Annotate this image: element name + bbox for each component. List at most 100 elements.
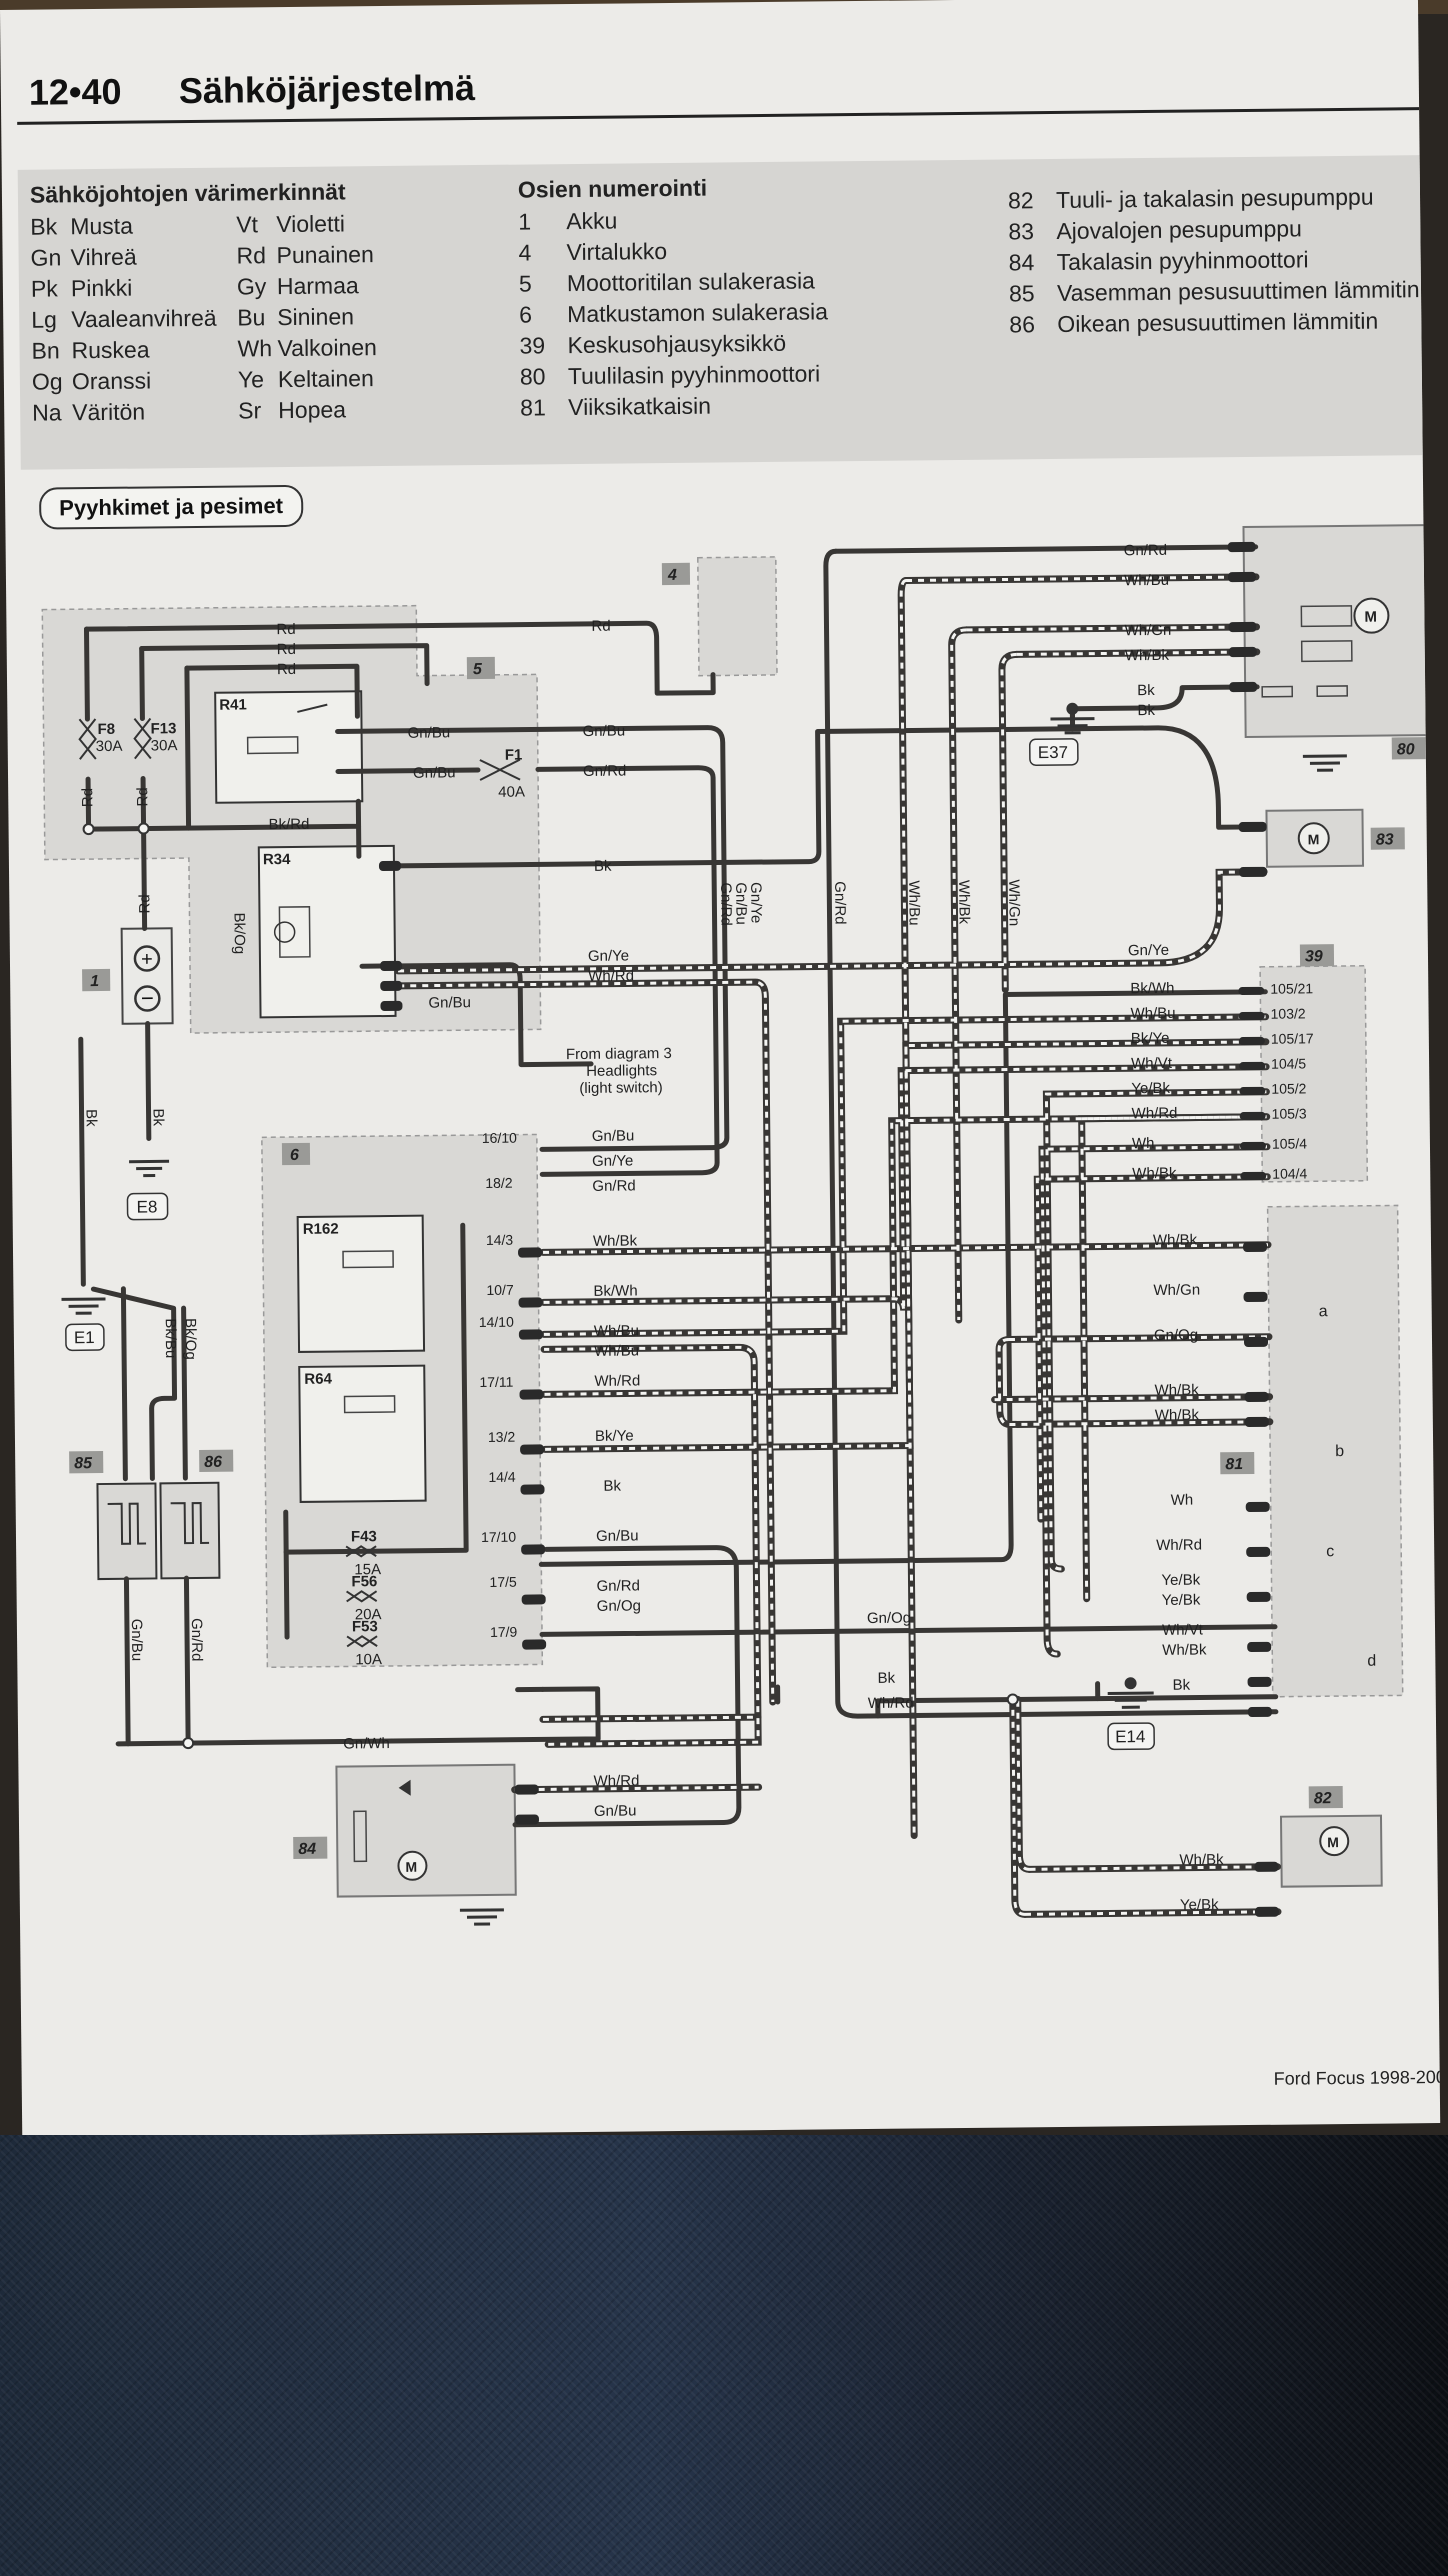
wire-whrd-5: Wh/Rd <box>1156 1536 1202 1553</box>
relay-label-r34: R34 <box>263 851 291 868</box>
part-name: Akku <box>566 207 618 235</box>
wire-bkbu-v: Bk/Bu <box>162 1318 179 1358</box>
color-code-sr: Sr Hopea <box>238 396 346 424</box>
color-code-abbr: Sr <box>238 397 262 424</box>
color-code-name: Violetti <box>276 210 346 238</box>
part-number: 82 <box>1007 187 1034 214</box>
wire-gnrd-v2: Gn/Rd <box>717 882 734 926</box>
color-code-abbr: Gy <box>236 273 267 300</box>
fuse-f13-amp: 30A <box>151 737 178 754</box>
module-39-pin-8: 104/4 <box>1272 1165 1307 1181</box>
page-footer: Ford Focus 1998-2004 <box>1273 2066 1441 2089</box>
wire-gnbu-4: Gn/Bu <box>428 994 471 1011</box>
ground-e37: E37 <box>1038 743 1068 762</box>
wire-whbk-6: Wh/Bk <box>1162 1641 1207 1658</box>
wire-bkwh-1: Bk/Wh <box>593 1282 637 1299</box>
module-39-pin-7: 105/4 <box>1272 1135 1307 1151</box>
switch-letter-d: d <box>1367 1653 1376 1670</box>
wire-rd-2: Rd <box>591 618 610 635</box>
color-code-name: Väritön <box>72 398 146 426</box>
wire-yebk-2: Ye/Bk <box>1162 1592 1201 1609</box>
wire-whrd-2: Wh/Rd <box>594 1372 640 1389</box>
note-line-1: From diagram 3 <box>566 1045 672 1063</box>
wire-bk-1: Bk <box>594 858 612 875</box>
motor-83-symbol <box>1297 822 1330 855</box>
wire-bk-3: Bk <box>1137 702 1155 719</box>
color-code-name: Hopea <box>278 396 347 424</box>
tag-86: 86 <box>204 1454 222 1471</box>
page-title: Sähköjärjestelmä <box>178 67 476 112</box>
wire-gnrd-1: Gn/Rd <box>583 762 627 779</box>
color-code-abbr: Lg <box>31 306 57 333</box>
fuse-f56: F56 <box>351 1573 377 1590</box>
note-line-3: (light switch) <box>579 1079 663 1097</box>
pin6-11: 17/9 <box>490 1624 518 1640</box>
tag-82: 82 <box>1314 1790 1332 1807</box>
color-code-name: Vaaleanvihreä <box>71 304 217 333</box>
tag-39: 39 <box>1305 948 1323 965</box>
switch-81-box <box>1266 1204 1404 1698</box>
wire-bkog-v2: Bk/Og <box>182 1318 199 1360</box>
part-name: Ajovalojen pesupumppu <box>1056 215 1303 244</box>
wire-rd-v2: Rd <box>134 787 151 806</box>
motor-84-letter: M <box>405 1859 417 1875</box>
module-39-wire-1: Bk/Wh <box>1130 980 1174 997</box>
tag-80: 80 <box>1397 741 1415 758</box>
part-number: 4 <box>518 239 532 266</box>
wire-whbk-5: Wh/Bk <box>1155 1407 1200 1424</box>
part-number: 80 <box>519 363 546 390</box>
color-code-abbr: Bn <box>31 337 60 364</box>
tag-84: 84 <box>298 1841 316 1858</box>
module-39-wire-5: Ye/Bk <box>1131 1080 1170 1097</box>
wire-whrd-1: Wh/Rd <box>588 967 634 984</box>
motor-82-letter: M <box>1327 1834 1339 1850</box>
color-code-name: Vihreä <box>70 243 137 271</box>
wire-wh-1: Wh <box>1171 1492 1194 1509</box>
diagram-labels: 4 5 1 6 39 80 83 81 85 86 84 82 E37 <box>65 542 1426 1914</box>
wire-gnbu-v2: Gn/Bu <box>732 882 749 925</box>
wire-rd-v1: Rd <box>79 788 96 807</box>
part-number: 83 <box>1008 218 1035 245</box>
wire-gnye-3: Gn/Ye <box>592 1152 633 1169</box>
svg-text:+: + <box>141 948 153 970</box>
wire-rd-3: Rd <box>277 641 296 658</box>
ground-symbols <box>61 717 1347 1926</box>
pin6-5: 14/10 <box>479 1314 514 1330</box>
junction-dots <box>82 822 1019 1750</box>
color-code-name: Pinkki <box>70 274 133 302</box>
wire-whvt-1: Wh/Vt <box>1162 1621 1204 1638</box>
switch-letter-a: a <box>1319 1303 1328 1320</box>
ground-e14: E14 <box>1115 1727 1145 1746</box>
color-code-name: Keltainen <box>277 365 374 393</box>
color-code-abbr: Ye <box>237 366 265 393</box>
switch-letter-b: b <box>1335 1443 1344 1460</box>
tag-1: 1 <box>90 973 99 990</box>
tag-81: 81 <box>1225 1456 1243 1473</box>
module-39-pin-2: 103/2 <box>1270 1005 1305 1021</box>
part-name: Matkustamon sulakerasia <box>567 298 829 328</box>
module-39-wire-6: Wh/Rd <box>1132 1105 1178 1122</box>
pin6-6: 17/11 <box>479 1374 513 1390</box>
switch-letter-c: c <box>1326 1543 1334 1560</box>
part-name: Oikean pesusuuttimen lämmitin <box>1057 307 1379 337</box>
fuse-f13: F13 <box>150 720 176 737</box>
wire-whbu-1: Wh/Bu <box>1124 572 1169 589</box>
part-number: 1 <box>518 208 532 235</box>
wires-solid <box>78 544 1279 1828</box>
module-39-wire-7: Wh <box>1132 1135 1155 1152</box>
wire-bk-6: Bk <box>1173 1677 1191 1694</box>
wire-whrd-3: Wh/Rd <box>868 1695 914 1712</box>
color-code-name: Musta <box>70 212 134 240</box>
svg-text:−: − <box>141 985 154 1010</box>
ignition-switch-box <box>697 556 778 677</box>
pin6-9: 17/10 <box>481 1529 516 1545</box>
